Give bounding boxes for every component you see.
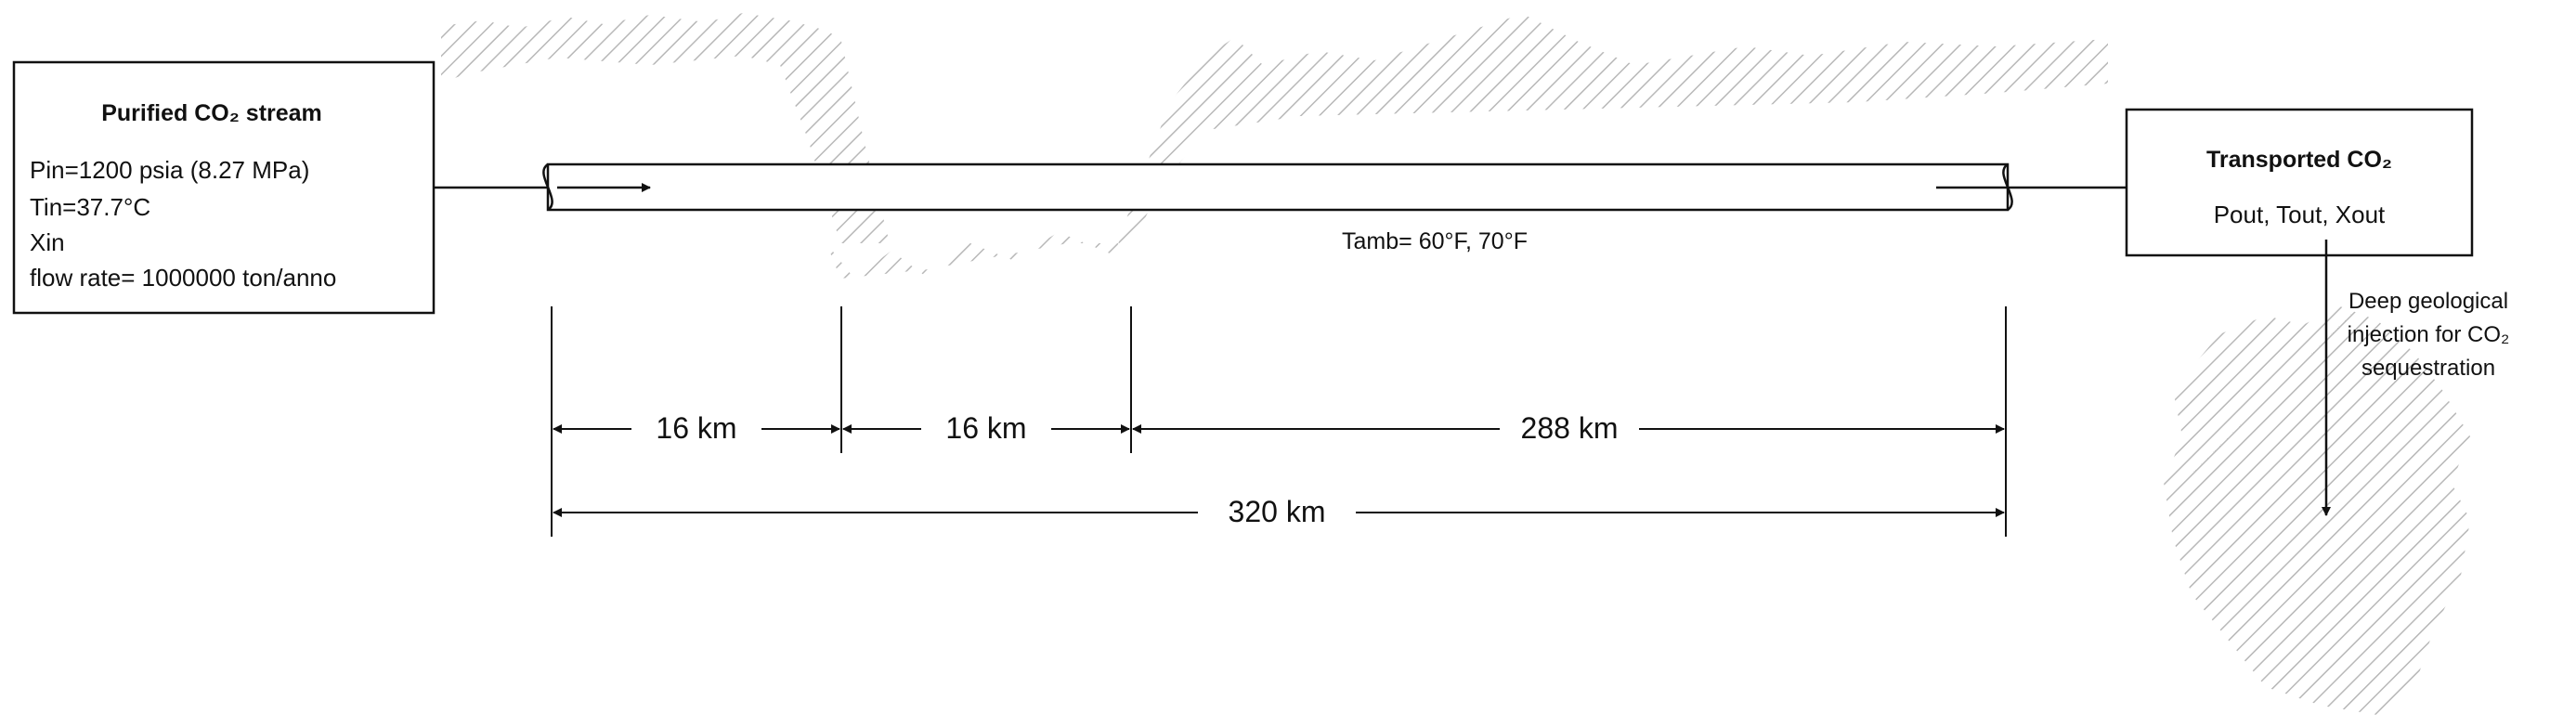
source-box-line-pressure: Pin=1200 psia (8.27 MPa) xyxy=(30,156,309,184)
source-box-line-composition: Xin xyxy=(30,228,65,256)
dimension-seg1: 16 km xyxy=(553,411,840,445)
dimension-extension-lines xyxy=(551,306,2007,537)
destination-box-frame xyxy=(2125,108,2474,257)
dim-seg1-label: 16 km xyxy=(656,411,736,445)
source-box: Purified CO₂ stream Pin=1200 psia (8.27 … xyxy=(12,60,436,315)
injection-label: Deep geological injection for CO₂ seques… xyxy=(2348,289,2510,381)
injection-label-line-1: Deep geological xyxy=(2348,289,2508,314)
source-box-frame xyxy=(12,60,436,315)
dimension-seg3: 288 km xyxy=(1132,411,2005,445)
injection-label-line-2: injection for CO₂ xyxy=(2348,322,2510,347)
ground-hatching xyxy=(441,13,2470,715)
destination-box-subtitle: Pout, Tout, Xout xyxy=(2214,201,2386,228)
source-box-line-flowrate: flow rate= 1000000 ton/anno xyxy=(30,264,336,292)
ground-hatch-middle xyxy=(826,14,2108,279)
source-box-title: Purified CO₂ stream xyxy=(101,100,322,126)
destination-box-title: Transported CO₂ xyxy=(2206,147,2392,173)
pipe-left-end xyxy=(542,162,553,212)
ground-hatch-left xyxy=(441,13,890,243)
dim-seg2-label: 16 km xyxy=(945,411,1026,445)
injection-label-line-3: sequestration xyxy=(2361,356,2495,381)
ambient-temperature-label: Tamb= 60°F, 70°F xyxy=(1342,228,1528,254)
pipeline xyxy=(542,162,2155,212)
dim-seg3-label: 288 km xyxy=(1521,411,1619,445)
pipe-body xyxy=(546,162,2010,212)
source-box-line-temperature: Tin=37.7°C xyxy=(30,193,150,221)
dim-total-label: 320 km xyxy=(1229,495,1326,528)
ground-hatch-right xyxy=(2164,306,2470,715)
dimension-total: 320 km xyxy=(553,495,2005,528)
dimension-seg2: 16 km xyxy=(842,411,1130,445)
destination-box: Transported CO₂ Pout, Tout, Xout xyxy=(2125,108,2474,257)
